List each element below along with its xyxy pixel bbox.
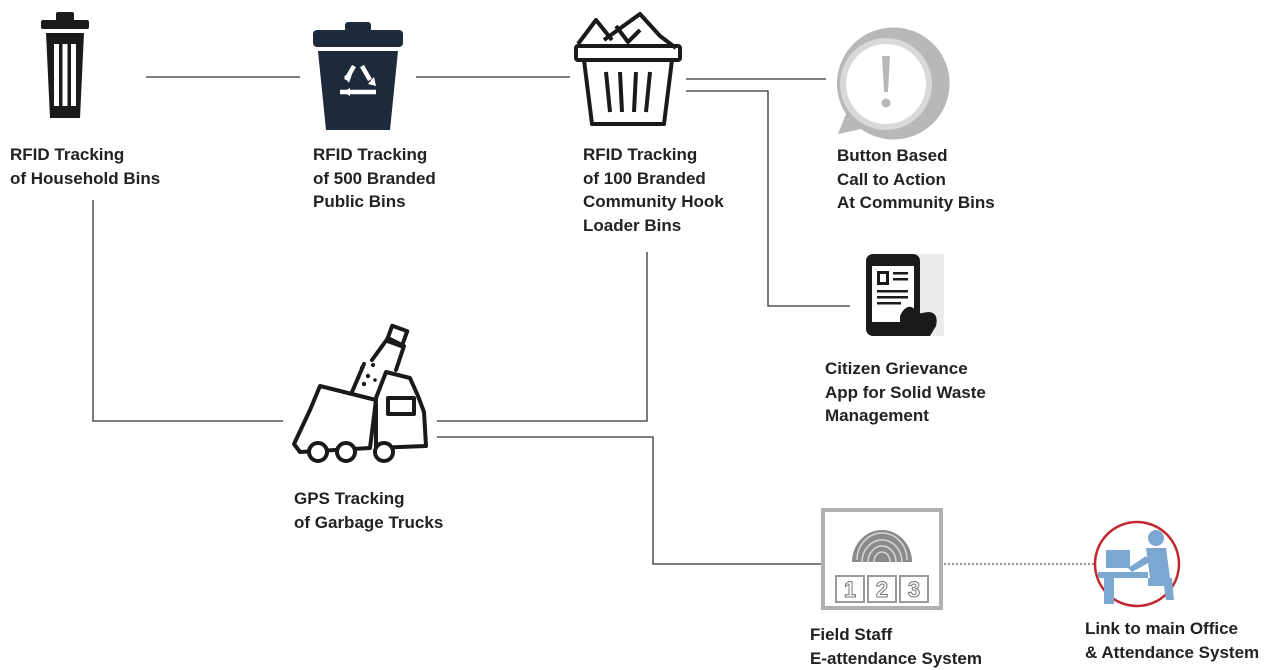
overflowing-bin-icon [576,14,680,124]
fingerprint-keypad-icon: 1 2 3 [823,510,941,608]
label-line: of 100 Branded [583,167,724,191]
connector-community-trucks [437,252,647,421]
label-line: Public Bins [313,190,436,214]
label-line: of 500 Branded [313,167,436,191]
label-line: Management [825,404,986,428]
node-label-household: RFID Tracking of Household Bins [10,143,160,190]
mobile-app-icon [866,254,944,336]
node-label-trucks: GPS Tracking of Garbage Trucks [294,487,443,534]
label-line: RFID Tracking [313,143,436,167]
label-line: Link to main Office [1085,617,1259,641]
connector-trucks-attendance [437,437,822,564]
label-line: At Community Bins [837,191,995,215]
label-line: Call to Action [837,168,995,192]
label-line: Loader Bins [583,214,724,238]
label-line: & Attendance System [1085,641,1259,665]
keypad-digit-1: 1 [844,577,856,602]
keypad-digit-2: 2 [876,577,888,602]
garbage-truck-icon [294,326,426,461]
label-line: GPS Tracking [294,487,443,511]
node-label-button: Button Based Call to Action At Community… [837,144,995,215]
node-label-public-bins: RFID Tracking of 500 Branded Public Bins [313,143,436,214]
keypad-digit-3: 3 [908,577,920,602]
node-label-attendance: Field Staff E-attendance System [810,623,982,670]
node-label-community-bins: RFID Tracking of 100 Branded Community H… [583,143,724,237]
label-line: App for Solid Waste [825,381,986,405]
label-line: of Garbage Trucks [294,511,443,535]
node-label-office: Link to main Office & Attendance System [1085,617,1259,664]
label-line: Community Hook [583,190,724,214]
trash-bin-icon [41,12,89,118]
connector-household-trucks [93,200,283,421]
label-line: RFID Tracking [583,143,724,167]
label-line: Button Based [837,144,995,168]
label-line: Field Staff [810,623,982,647]
label-line: Citizen Grievance [825,357,986,381]
alert-button-icon [837,27,950,139]
node-label-app: Citizen Grievance App for Solid Waste Ma… [825,357,986,428]
recycle-bin-icon [313,22,403,130]
label-line: of Household Bins [10,167,160,191]
office-worker-icon [1095,522,1179,606]
label-line: E-attendance System [810,647,982,670]
label-line: RFID Tracking [10,143,160,167]
